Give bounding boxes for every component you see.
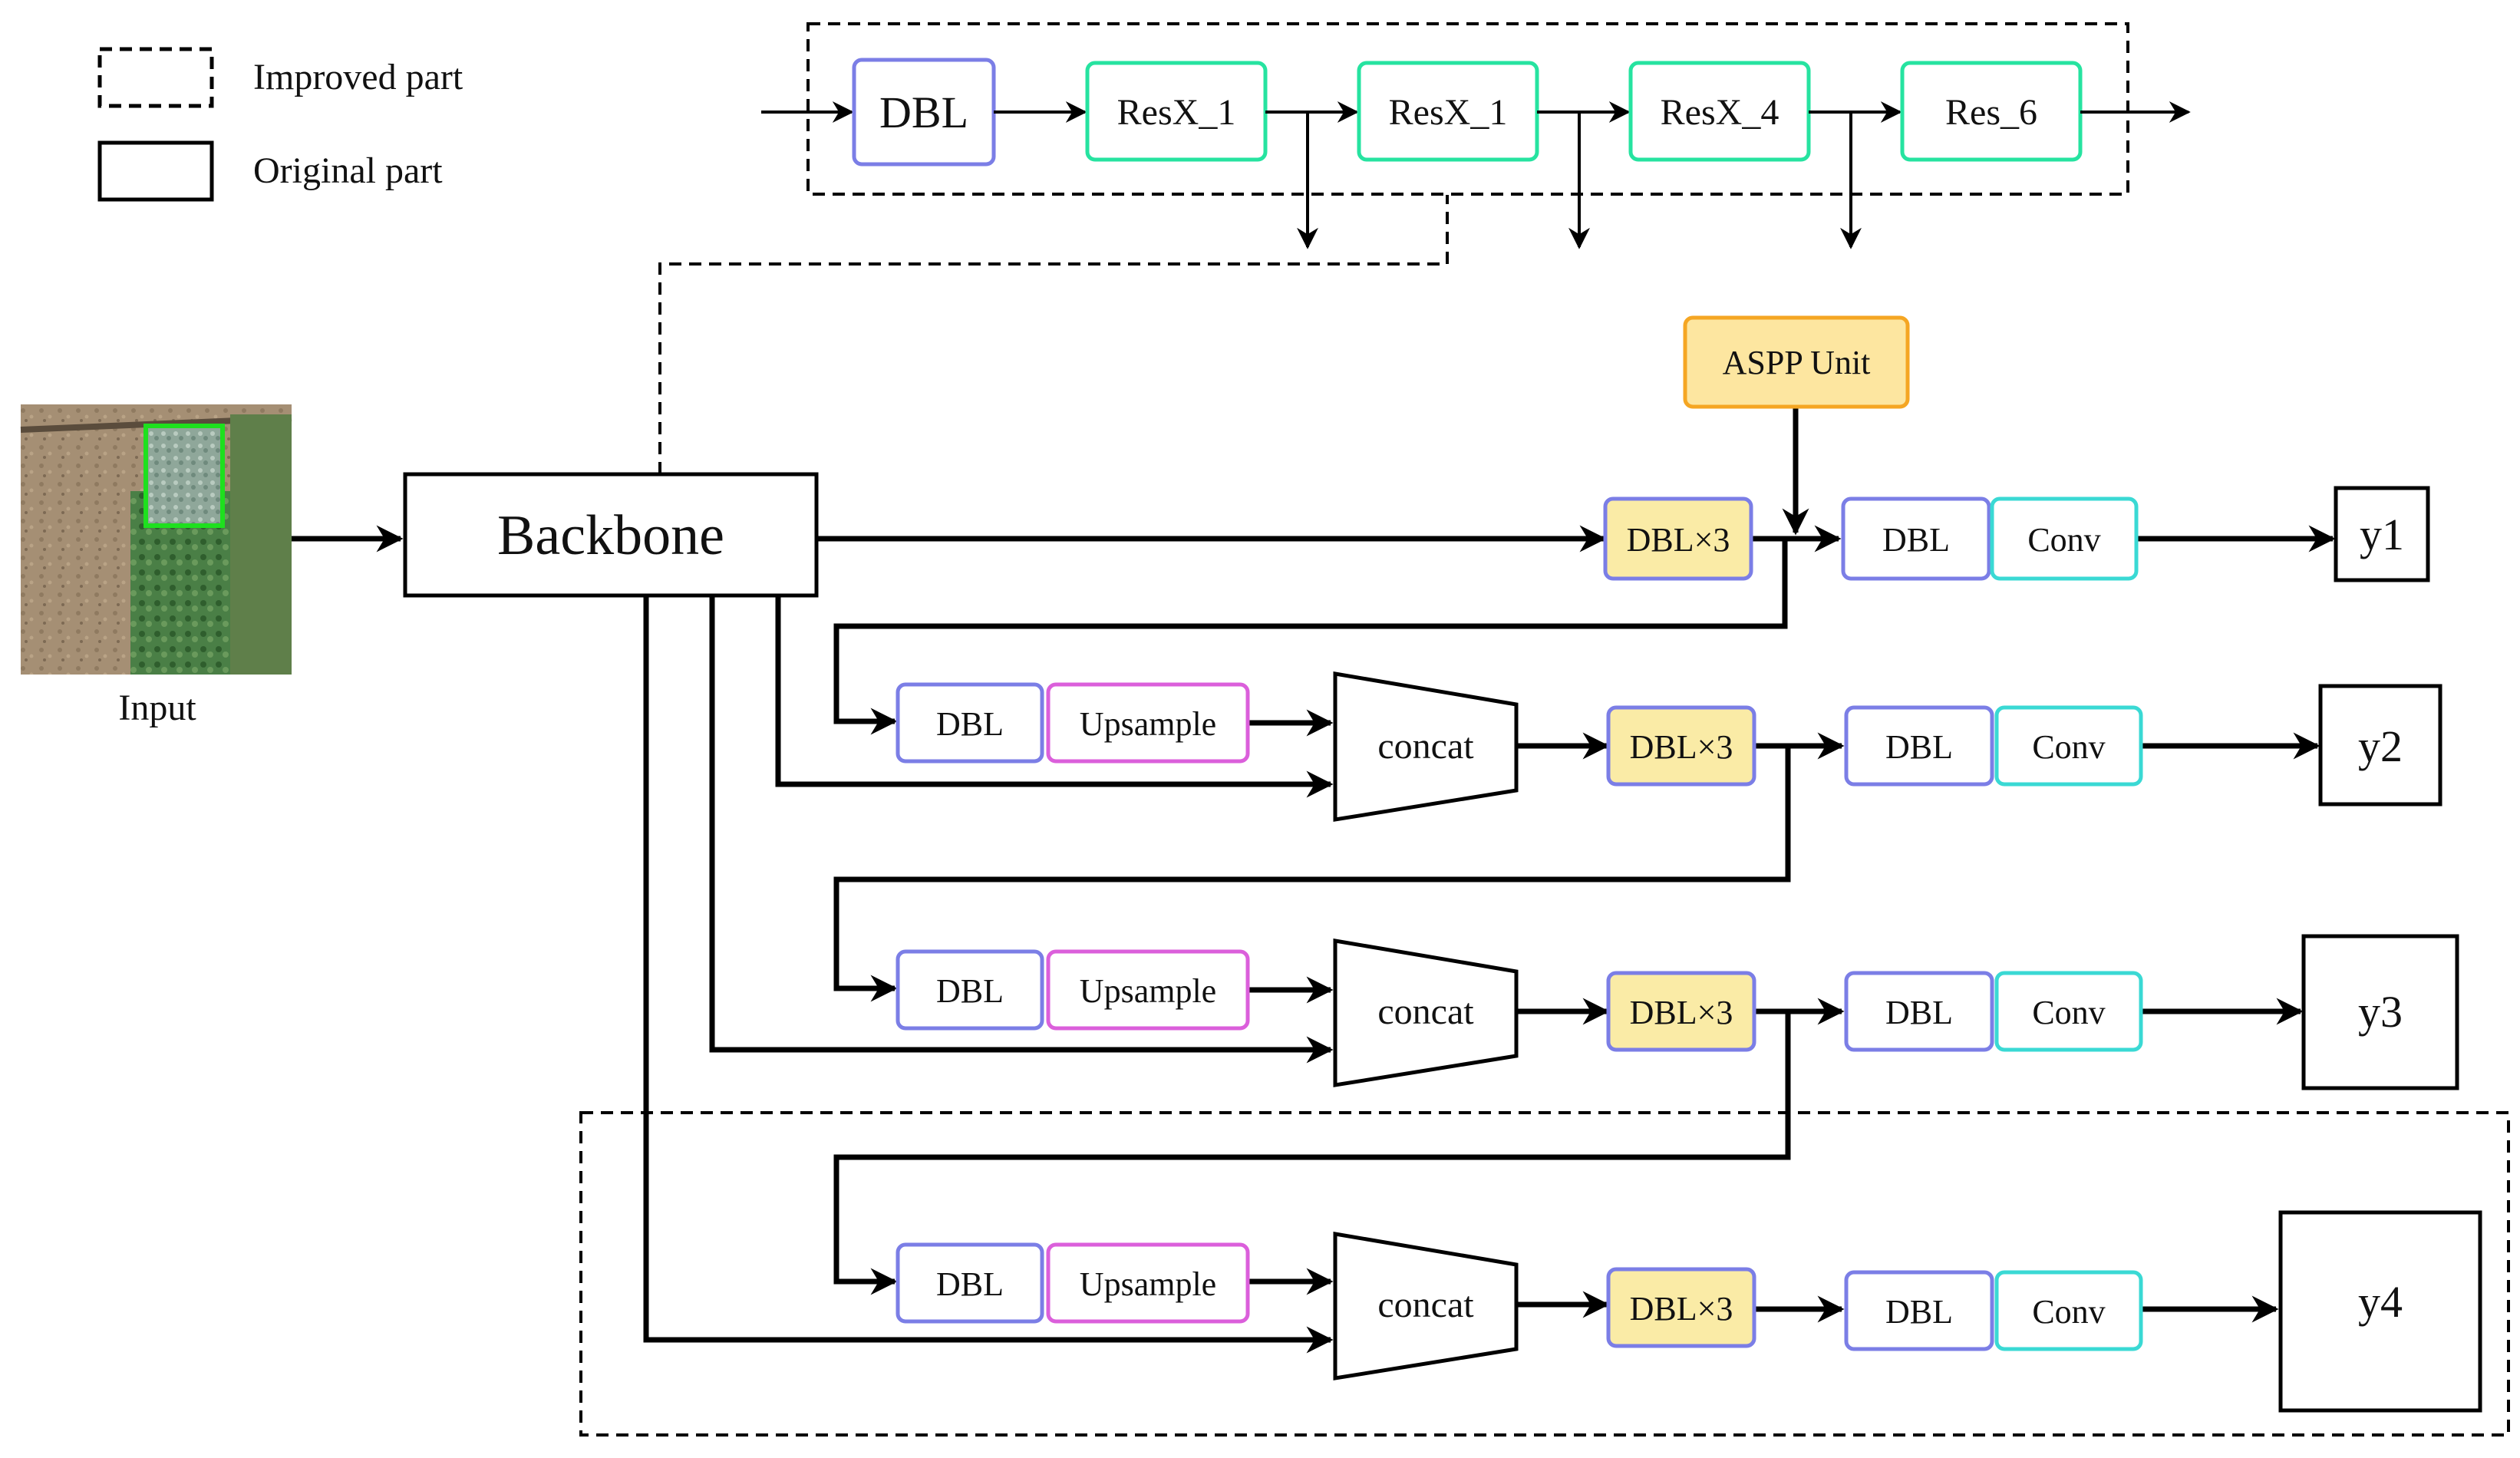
branch-3-conv	[1994, 971, 2143, 1052]
branch-1-conv	[1990, 496, 2139, 581]
backbone-detail-link	[658, 195, 1449, 474]
detail-block-dbl-label: DBL	[879, 87, 968, 137]
legend-original-swatch	[97, 140, 214, 202]
legend: Improved part Original part	[97, 47, 463, 202]
branch-4-output-label: y4	[2358, 1277, 2403, 1327]
branch-3-conv-label: Conv	[2032, 994, 2105, 1031]
branch-4-up-dbl	[896, 1242, 1044, 1324]
branch-2-conv-label: Conv	[2032, 728, 2105, 766]
branch-2: DBL Upsample concat DBL×3 DBL Conv y2	[896, 671, 2442, 822]
legend-improved-swatch	[97, 47, 214, 108]
backbone-detail-chain: DBL ResX_1 ResX_1 ResX_4 Res_6	[761, 58, 2191, 249]
branch-2-dbl-label: DBL	[1885, 728, 1953, 766]
improved-region-fourth-branch	[579, 1111, 2510, 1437]
aspp-unit-block	[1683, 315, 1910, 409]
branch-1-output-label: y1	[2360, 510, 2404, 559]
branch-4-dbl3	[1606, 1267, 1756, 1348]
input-image	[20, 404, 292, 675]
branch-1-conv-label: Conv	[2027, 521, 2100, 559]
connection-wires	[643, 407, 2336, 1354]
branch-4-concat	[1333, 1232, 1519, 1380]
branch-3-output	[2301, 934, 2459, 1090]
branch-1-dbl3	[1603, 496, 1753, 581]
backbone-label: Backbone	[497, 504, 724, 567]
branch-4-dbl	[1844, 1270, 1994, 1351]
branch-3-dbl	[1844, 971, 1994, 1052]
branch-2-concat	[1333, 671, 1519, 822]
legend-improved-label: Improved part	[253, 57, 463, 97]
branch-4-dbl3-label: DBL×3	[1630, 1290, 1733, 1328]
branch-4-dbl-label: DBL	[1885, 1293, 1953, 1331]
branch-4-output	[2278, 1210, 2482, 1413]
branch-4: DBL Upsample concat DBL×3 DBL Conv y4	[896, 1210, 2482, 1413]
branch-2-output-label: y2	[2358, 721, 2403, 771]
branch-1: DBL×3 DBL Conv y1	[1603, 486, 2430, 582]
branch-2-dbl3-label: DBL×3	[1630, 728, 1733, 766]
branch-2-concat-label: concat	[1377, 726, 1474, 767]
branch-1-dbl-label: DBL	[1882, 521, 1950, 559]
improved-region-backbone-detail	[806, 22, 2129, 196]
detail-block-res6-label: Res_6	[1945, 92, 2037, 133]
backbone-block	[403, 472, 819, 598]
branch-3-concat-label: concat	[1377, 991, 1474, 1032]
branch-2-dbl	[1844, 705, 1994, 787]
branch-3-dbl3	[1606, 971, 1756, 1052]
branch-4-concat-label: concat	[1377, 1285, 1474, 1325]
branch-4-conv	[1994, 1270, 2143, 1351]
branch-3-output-label: y3	[2358, 987, 2403, 1037]
detail-block-resx1-b-label: ResX_1	[1389, 92, 1508, 133]
branch-3: DBL Upsample concat DBL×3 DBL Conv y3	[896, 934, 2459, 1090]
branch-4-conv-label: Conv	[2032, 1293, 2105, 1331]
branch-2-up-dbl	[896, 682, 1044, 764]
aspp-unit-label: ASPP Unit	[1723, 344, 1871, 381]
branch-3-up-dbl	[896, 949, 1044, 1031]
branch-3-dbl-label: DBL	[1885, 994, 1953, 1031]
branch-2-output	[2318, 684, 2442, 807]
detail-block-resx4-label: ResX_4	[1661, 92, 1780, 133]
branch-3-concat	[1333, 938, 1519, 1087]
input-label: Input	[118, 688, 196, 728]
branch-1-dbl3-label: DBL×3	[1627, 521, 1730, 559]
legend-original-label: Original part	[253, 150, 443, 191]
input-detection-box	[143, 424, 225, 528]
branch-4-upsample	[1046, 1242, 1250, 1324]
branch-1-dbl	[1841, 496, 1991, 581]
branch-2-conv	[1994, 705, 2143, 787]
branch-2-upsample-label: Upsample	[1080, 705, 1216, 743]
branch-2-dbl3	[1606, 705, 1756, 787]
branch-2-up-dbl-label: DBL	[936, 705, 1004, 743]
branch-3-upsample-label: Upsample	[1080, 972, 1216, 1010]
branch-3-dbl3-label: DBL×3	[1630, 994, 1733, 1031]
branch-1-output	[2334, 486, 2430, 582]
branch-3-up-dbl-label: DBL	[936, 972, 1004, 1010]
branch-4-up-dbl-label: DBL	[936, 1265, 1004, 1303]
branch-4-upsample-label: Upsample	[1080, 1265, 1216, 1303]
branch-2-upsample	[1046, 682, 1250, 764]
detail-block-resx1-a-label: ResX_1	[1117, 92, 1236, 133]
branch-3-upsample	[1046, 949, 1250, 1031]
